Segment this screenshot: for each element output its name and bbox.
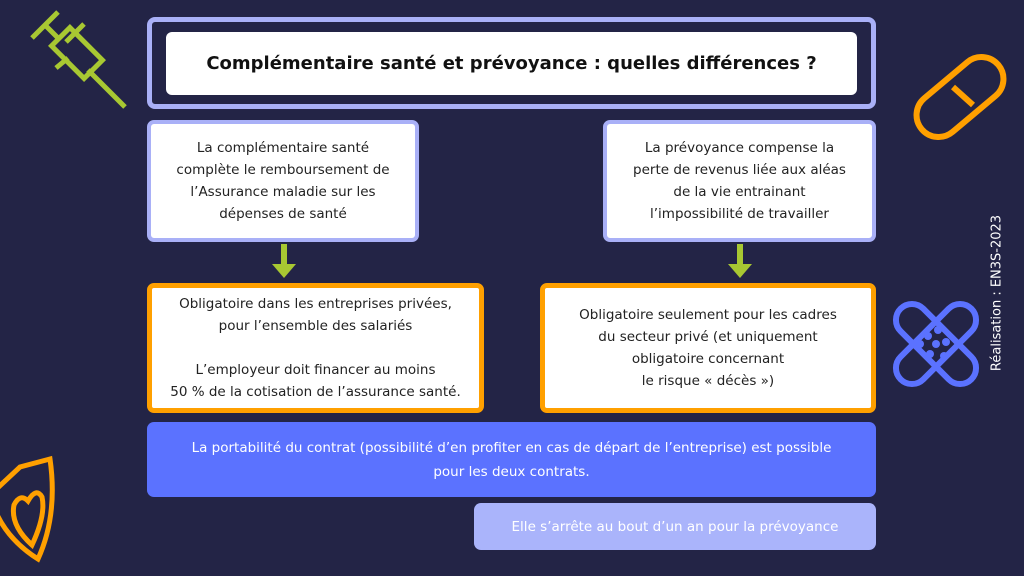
- portability-note: Elle s’arrête au bout d’un an pour la pr…: [474, 503, 876, 550]
- syringe-icon: [30, 10, 127, 109]
- title-frame: [147, 17, 876, 109]
- credit-text: Réalisation : EN3S-2023: [989, 214, 1005, 372]
- complementaire-definition: La complémentaire santé complète le remb…: [147, 120, 419, 242]
- pill-icon: [913, 54, 1007, 140]
- complementaire-obligation: Obligatoire dans les entreprises privées…: [147, 283, 484, 413]
- bandage-icon: [892, 300, 980, 388]
- portability-banner: La portabilité du contrat (possibilité d…: [147, 422, 876, 497]
- page-title: Complémentaire santé et prévoyance : que…: [166, 32, 857, 95]
- arrow-down-icon: [728, 244, 752, 278]
- arrow-down-icon: [272, 244, 296, 278]
- prevoyance-definition: La prévoyance compense la perte de reven…: [603, 120, 876, 242]
- prevoyance-obligation: Obligatoire seulement pour les cadres du…: [540, 283, 876, 413]
- heart-shield-icon: [0, 455, 55, 563]
